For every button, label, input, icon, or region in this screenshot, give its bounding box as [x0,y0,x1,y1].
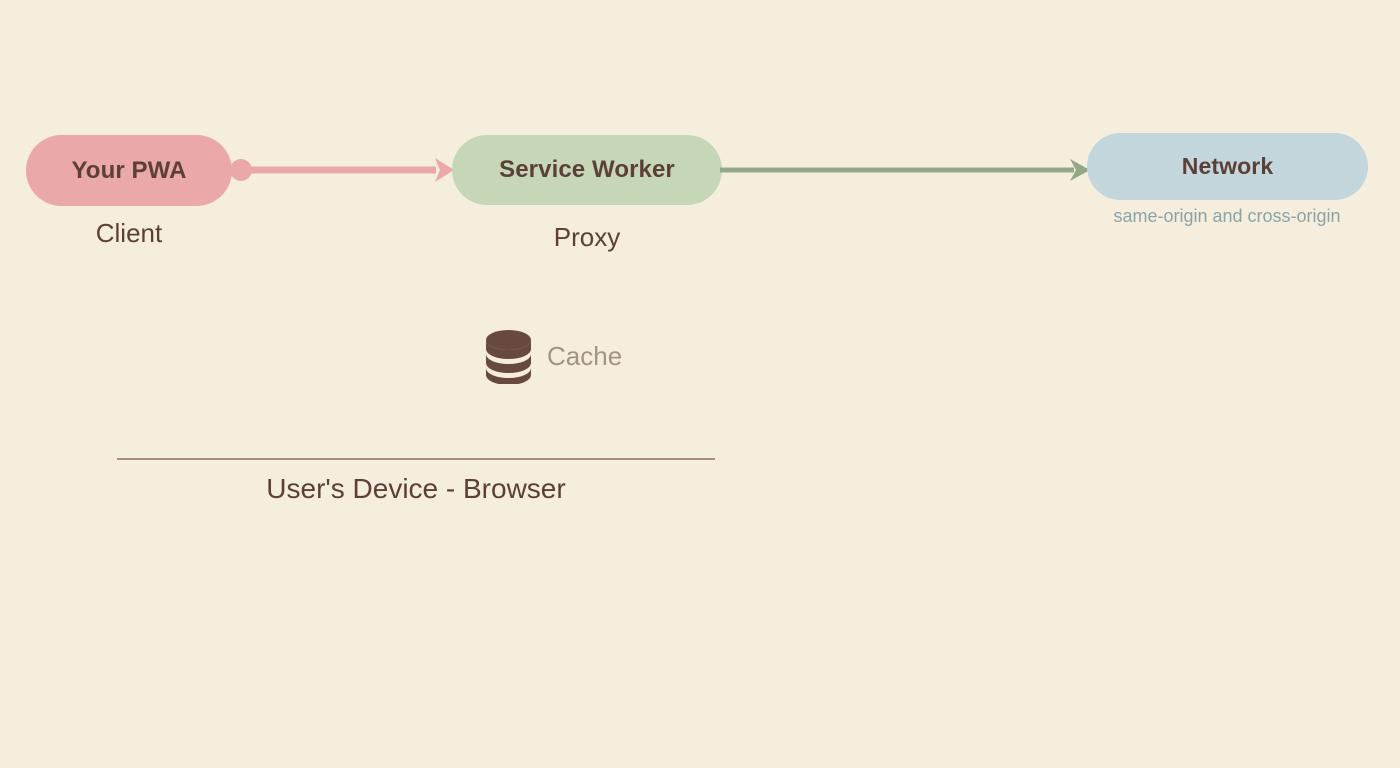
node-your-pwa-caption: Client [95,218,163,248]
node-network-label: Network [1181,153,1274,179]
database-icon [486,330,531,384]
node-service-worker-caption: Proxy [553,222,621,252]
cache-storage-group[interactable]: Cache [484,328,622,384]
cache-label: Cache [547,340,623,371]
arrowhead-icon [1070,159,1090,181]
arrowhead-icon [435,158,454,182]
node-service-worker[interactable]: Service Worker [452,135,722,205]
node-network-caption: same-origin and cross-origin [1113,206,1341,226]
connector-start-dot-icon [230,159,252,181]
device-boundary-divider [117,458,715,460]
connector-service-worker-to-network [720,159,1090,181]
node-your-pwa-label: Your PWA [71,156,187,184]
device-boundary-label: User's Device - Browser [266,473,566,504]
connector-pwa-to-service-worker [230,158,454,182]
node-your-pwa[interactable]: Your PWA [26,135,232,206]
node-service-worker-label: Service Worker [499,156,675,183]
node-network[interactable]: Network [1087,133,1368,200]
